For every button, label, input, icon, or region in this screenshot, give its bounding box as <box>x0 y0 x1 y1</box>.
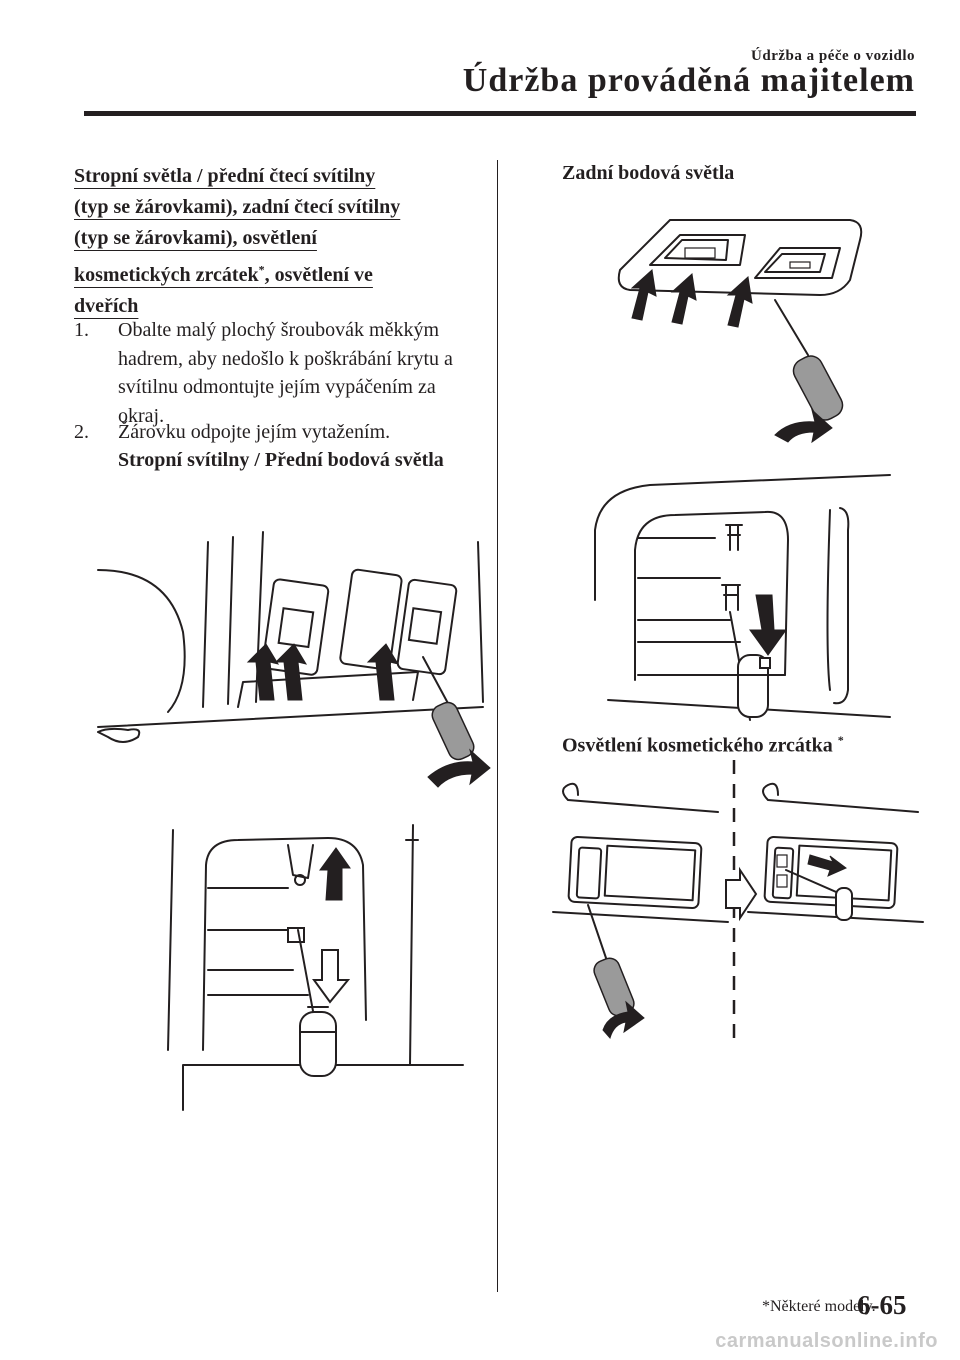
section-title-line-3: (typ se žárovkami), osvětlení <box>74 227 317 249</box>
watermark: carmanualsonline.info <box>715 1330 938 1352</box>
section-title-asterisk: * <box>258 262 265 276</box>
chapter-header: Údržba a péče o vozidlo <box>751 48 915 64</box>
rear-lamp-removal-illustration <box>617 219 863 444</box>
up-arrow-icon <box>319 847 351 901</box>
vanity-lamp-removal-illustration <box>552 760 924 1045</box>
subheading-vanity-mirror-light: Osvětlení kosmetického zrcátka * <box>562 733 844 758</box>
ceiling-lamp-right-lens <box>407 607 443 645</box>
up-arrow-icon <box>630 269 657 321</box>
rear-bulb-removal-illustration <box>594 474 891 721</box>
vanity-label-asterisk: * <box>837 733 844 747</box>
curved-arrow-icon <box>774 408 833 444</box>
page-title: Údržba prováděná majitelem <box>462 62 915 99</box>
up-arrow-icon <box>670 273 697 325</box>
screwdriver-icon <box>774 299 844 421</box>
curved-arrow-icon <box>427 748 491 788</box>
column-divider <box>497 160 498 1292</box>
step-1-text: Obalte malý plochý šroubovák měkkým hadr… <box>118 319 453 427</box>
step-2-text: Žárovku odpojte jejím vytažením. <box>118 421 391 443</box>
down-arrow-icon <box>749 594 787 656</box>
footnote: *Některé modely. <box>762 1298 876 1315</box>
screwdriver-icon <box>422 656 475 761</box>
step-1: 1. Obalte malý plochý šroubovák měkkým h… <box>74 316 484 430</box>
bulb-icon <box>299 1006 337 1077</box>
page-number: 6-65 <box>857 1290 907 1320</box>
subheading-ceiling-lamps: Stropní svítilny / Přední bodová světla <box>118 449 444 471</box>
up-arrow-icon <box>246 643 280 701</box>
down-arrow-icon <box>312 949 351 1004</box>
subheading-rear-spotlights: Zadní bodová světla <box>562 162 735 184</box>
section-title-line-1: Stropní světla / přední čtecí svítilny <box>74 165 376 187</box>
up-arrow-icon <box>274 643 308 701</box>
vanity-label-text: Osvětlení kosmetického zrcátka <box>562 734 833 757</box>
step-2: 2. Žárovku odpojte jejím vytažením. <box>74 418 484 447</box>
section-title-line-2: (typ se žárovkami), zadní čtecí svítilny <box>74 196 401 218</box>
section-title-line-5: , osvětlení ve <box>264 263 373 286</box>
ceiling-bulb-removal-illustration <box>167 824 464 1111</box>
section-title-line-4: kosmetických zrcátek <box>74 263 259 286</box>
step-1-number: 1. <box>74 319 89 341</box>
curved-arrow-icon <box>602 1000 645 1040</box>
step-2-number: 2. <box>74 421 89 443</box>
section-title-line-6: dveřích <box>74 294 139 317</box>
ceiling-lamp-removal-illustration <box>97 531 491 788</box>
bulb-icon <box>737 654 771 718</box>
up-arrow-icon <box>366 643 400 701</box>
ceiling-lamp-left-lens <box>277 607 315 649</box>
section-title: Stropní světla / přední čtecí svítilny (… <box>74 161 484 322</box>
up-arrow-icon <box>726 276 753 328</box>
screwdriver-icon <box>587 904 635 1017</box>
right-arrow-icon <box>725 866 758 922</box>
header-rule <box>84 111 916 116</box>
bulb-icon <box>835 887 853 921</box>
